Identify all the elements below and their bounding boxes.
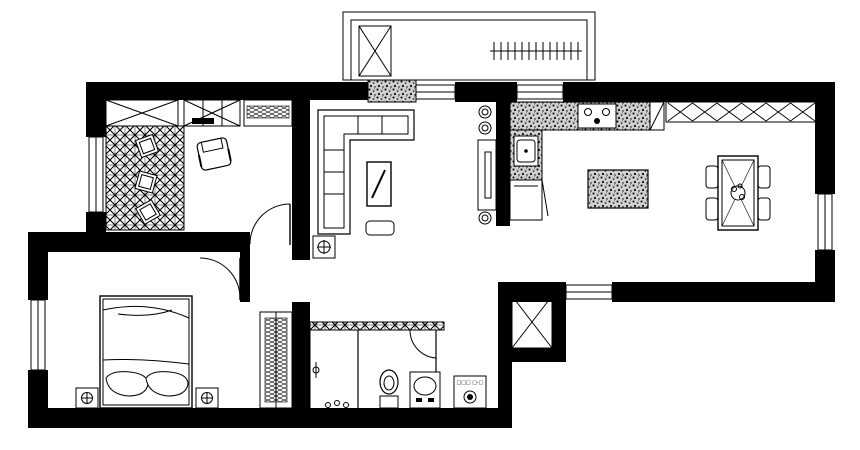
wall-top-living xyxy=(455,82,517,102)
wall-top-study xyxy=(86,82,368,100)
cabinet-cross xyxy=(692,102,718,122)
walls xyxy=(28,82,835,428)
door-bathroom xyxy=(409,329,437,372)
shaft xyxy=(511,295,553,349)
wall-study-living xyxy=(292,100,310,260)
bedroom xyxy=(75,295,293,409)
ottoman xyxy=(365,220,395,236)
balcony-inner-rail xyxy=(350,19,588,81)
wall-shaft-bottom xyxy=(498,348,566,362)
balcony-door xyxy=(415,84,456,100)
armchair-2 xyxy=(134,170,158,194)
windows xyxy=(30,79,833,371)
kitchen-island xyxy=(587,169,649,209)
bath-wall-tiles xyxy=(309,321,445,331)
wall-study-bedroom xyxy=(28,232,250,252)
cabinet-cross xyxy=(741,102,767,122)
nightstand-left xyxy=(75,387,99,409)
cabinet-cross xyxy=(716,102,742,122)
balcony xyxy=(342,11,596,81)
living-room xyxy=(312,105,497,259)
wall-bottom-kitchen xyxy=(612,282,835,302)
wall-bedroom-door-jamb xyxy=(240,252,250,302)
drain-icon xyxy=(312,362,320,378)
wall-right-shaft xyxy=(552,282,566,362)
double-bed xyxy=(99,295,193,409)
wall-cabinets xyxy=(665,101,817,123)
wall-bottom xyxy=(28,408,498,428)
armchair-1 xyxy=(134,133,160,159)
floor-lamp xyxy=(312,235,336,259)
door-study xyxy=(249,203,292,245)
sink-icon xyxy=(513,135,539,167)
doors xyxy=(199,203,437,372)
cabinet-cross xyxy=(765,102,791,122)
fridge xyxy=(649,101,665,131)
plants xyxy=(478,105,492,225)
cabinet-cross xyxy=(790,102,816,122)
vase-icon xyxy=(730,183,746,201)
wardrobe xyxy=(259,311,293,409)
toilet-icon xyxy=(379,369,399,409)
kitchen-dining xyxy=(509,101,817,231)
tv-cabinet xyxy=(477,139,497,211)
dining-set xyxy=(705,155,771,231)
wall-top-kitchen xyxy=(563,82,835,102)
printer-icon xyxy=(192,118,214,124)
armchair-3 xyxy=(135,199,161,225)
wall-right-upper xyxy=(815,82,835,194)
wall-left-study-upper xyxy=(86,82,106,137)
shower-floor-icons xyxy=(325,400,349,408)
pillows xyxy=(105,371,189,397)
cabinet-cross xyxy=(667,102,693,122)
dining-table xyxy=(717,155,759,231)
washing-machine-icon: □□□ □-□ xyxy=(453,375,487,409)
clothes-rack xyxy=(490,42,582,60)
wall-left-bedroom-upper xyxy=(28,232,48,300)
door-bedroom xyxy=(199,257,241,300)
appliance-panel-text: □□□ □-□ xyxy=(456,380,483,386)
study-shelves xyxy=(105,99,293,127)
chairs xyxy=(705,165,771,221)
bathroom: □□□ □-□ xyxy=(309,321,487,409)
window-kitchen-top xyxy=(516,84,564,100)
kitchen-counter-door xyxy=(509,179,549,221)
coffee-table xyxy=(366,161,392,207)
nightstand-right xyxy=(195,387,219,409)
balcony-cabinet xyxy=(358,25,392,77)
desk-chair xyxy=(196,137,232,171)
window-bedroom xyxy=(30,299,46,371)
study xyxy=(105,99,293,231)
washbasin-icon xyxy=(409,371,441,409)
stove-icon xyxy=(577,103,617,129)
window-study xyxy=(88,136,104,213)
wall-wardrobe-bath xyxy=(292,302,310,408)
l-shaped-sofa xyxy=(317,109,415,235)
wall-living-kitchen xyxy=(496,100,510,226)
window-kitchen-right xyxy=(817,193,833,251)
balcony-threshold xyxy=(367,79,417,103)
wall-left-study-lower xyxy=(86,212,106,238)
window-kitchen-bottom xyxy=(565,284,613,300)
